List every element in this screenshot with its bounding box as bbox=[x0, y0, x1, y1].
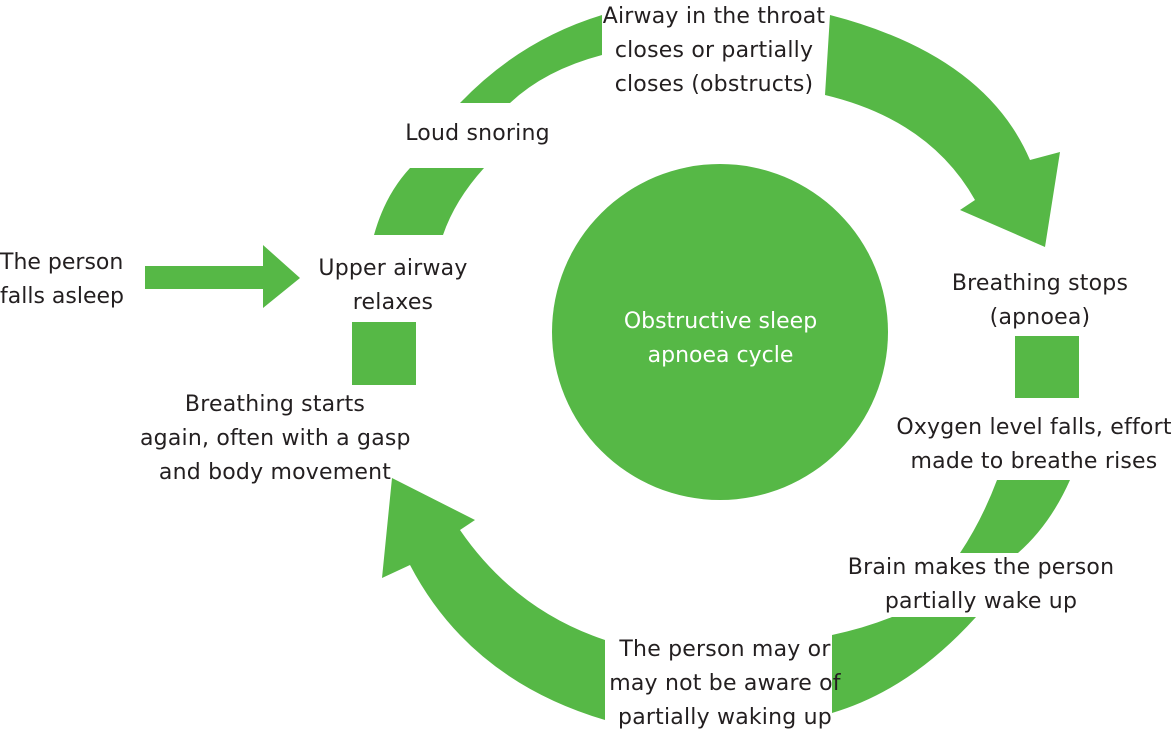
step-upper-airway-relaxes: Upper airway relaxes bbox=[318, 256, 468, 315]
arrow-top-right bbox=[825, 15, 1060, 247]
arc-top-left bbox=[460, 15, 602, 103]
entry-arrow bbox=[145, 245, 300, 308]
block-left bbox=[352, 322, 416, 385]
arc-left-upper bbox=[374, 168, 484, 235]
step-loud-snoring: Loud snoring bbox=[405, 121, 550, 146]
arc-bottom-right bbox=[832, 617, 976, 713]
arrow-bottom-left bbox=[382, 478, 605, 720]
block-right bbox=[1015, 336, 1079, 398]
step-brain-wakes: Brain makes the person partially wake up bbox=[847, 555, 1115, 614]
start-label: The person falls asleep bbox=[0, 250, 124, 309]
step-may-not-be-aware: The person may or may not be aware of pa… bbox=[609, 637, 841, 730]
step-breathing-starts: Breathing starts again, often with a gas… bbox=[140, 392, 411, 485]
step-airway-closes: Airway in the throat closes or partially… bbox=[602, 4, 826, 97]
arc-right-lower bbox=[960, 480, 1070, 553]
center-title: Obstructive sleep apnoea cycle bbox=[623, 309, 818, 368]
step-oxygen-falls: Oxygen level falls, effort made to breat… bbox=[896, 415, 1172, 474]
step-breathing-stops: Breathing stops (apnoea) bbox=[951, 271, 1129, 330]
center-circle bbox=[552, 164, 888, 500]
